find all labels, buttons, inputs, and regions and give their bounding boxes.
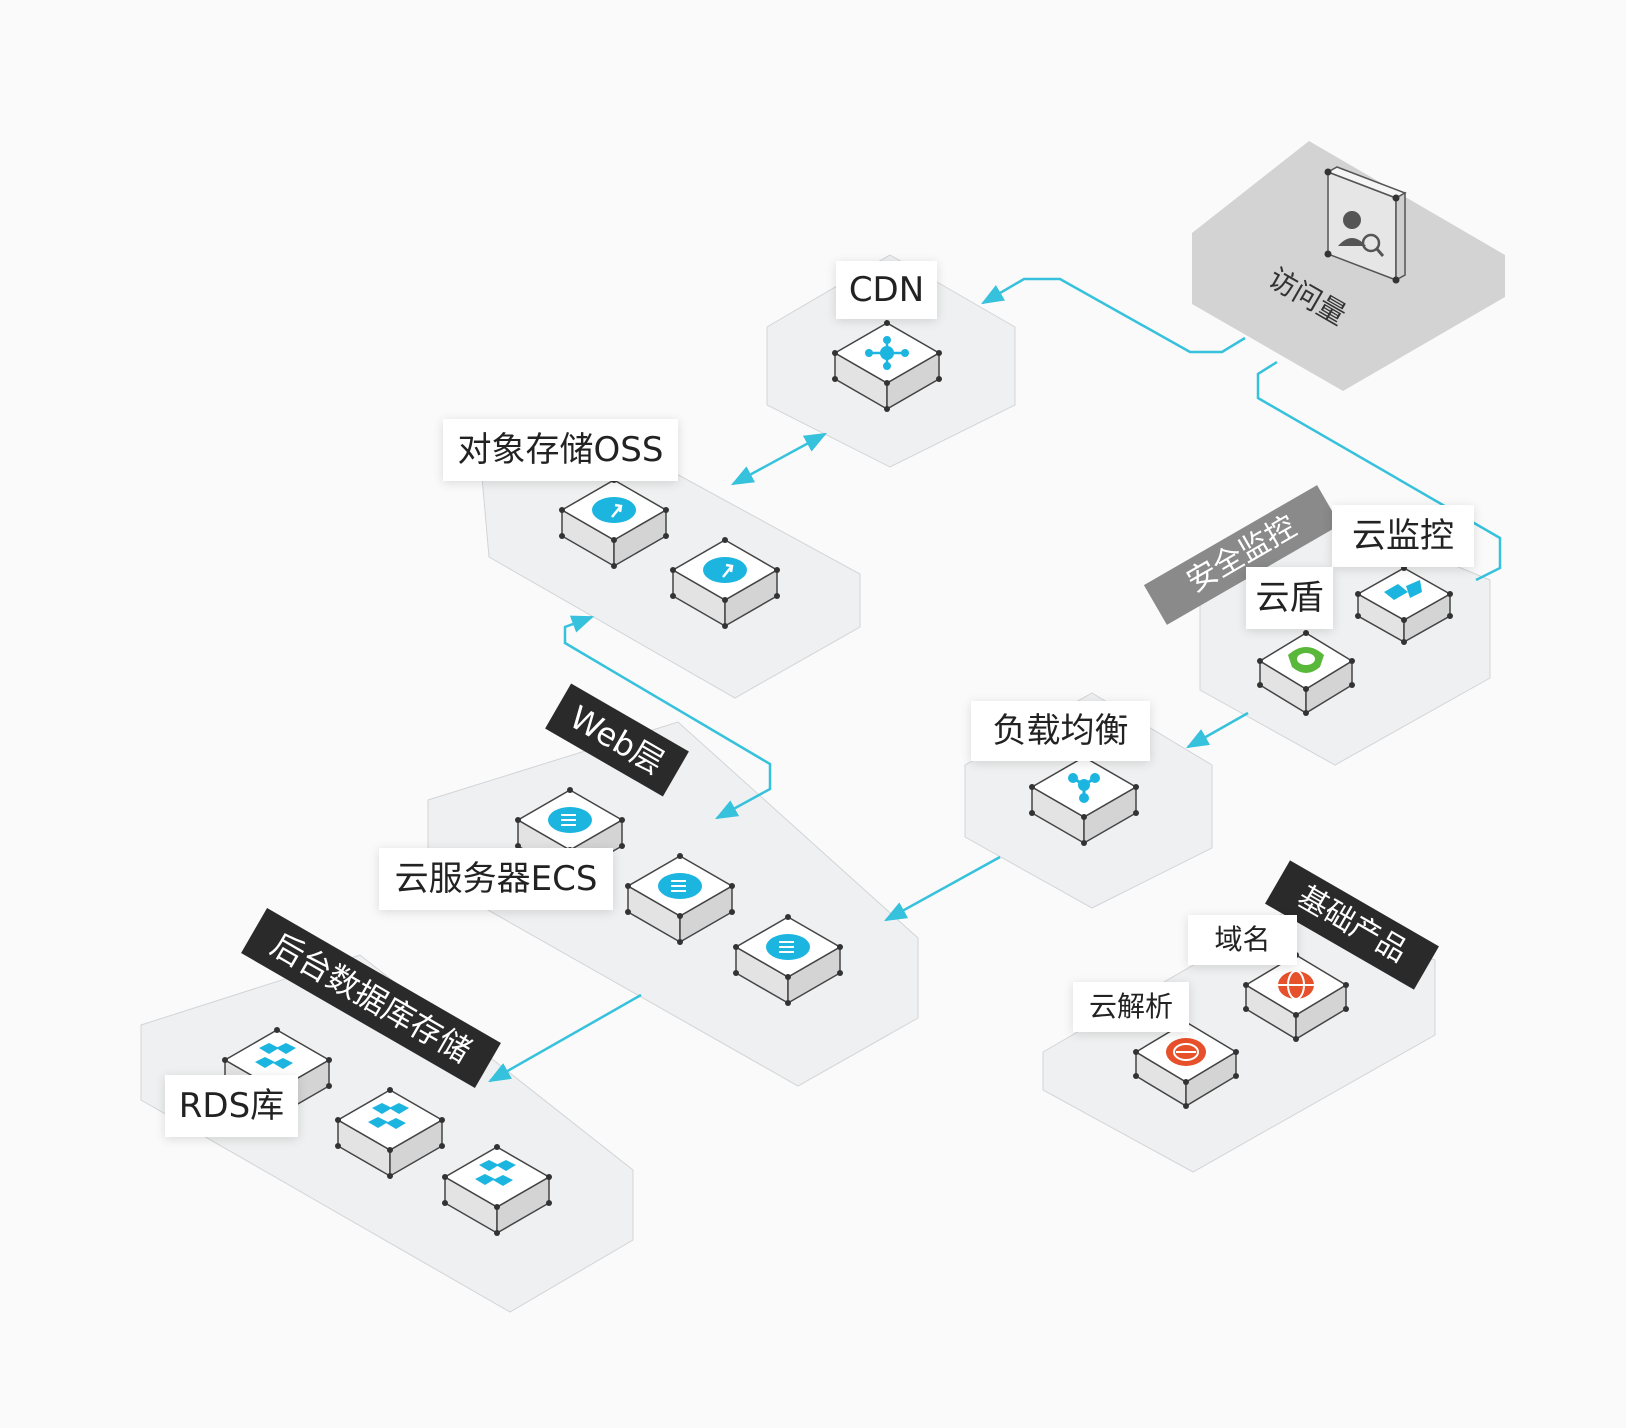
cloud-server-icon bbox=[548, 807, 592, 833]
rds-cube bbox=[335, 1087, 445, 1179]
oss-cube bbox=[559, 477, 669, 569]
shield-cube bbox=[1257, 630, 1355, 716]
slb-label: 负载均衡 bbox=[971, 701, 1150, 761]
connector-security-slb bbox=[1186, 711, 1249, 749]
connector-traffic-cdn bbox=[981, 277, 1246, 354]
traffic-device bbox=[1324, 166, 1407, 284]
ecs-cube bbox=[625, 853, 735, 945]
user-search-icon bbox=[1338, 211, 1385, 257]
database-cubes-icon bbox=[255, 1043, 296, 1069]
cloud-upload-icon bbox=[592, 497, 636, 523]
connectors bbox=[488, 277, 1502, 1083]
oss-platform bbox=[479, 453, 861, 699]
monitor-label: 云监控 bbox=[1332, 505, 1474, 567]
shield-icon bbox=[1288, 647, 1324, 673]
database-cubes-icon bbox=[475, 1160, 516, 1186]
ecs-cube bbox=[733, 914, 843, 1006]
connector-web-db bbox=[488, 993, 642, 1083]
rds-cube bbox=[442, 1144, 552, 1236]
oss-cube bbox=[670, 537, 780, 629]
traffic-zone bbox=[1192, 141, 1505, 391]
cloud-upload-icon bbox=[703, 557, 747, 583]
oss-label: 对象存储OSS bbox=[443, 419, 678, 481]
connector-slb-web bbox=[884, 855, 1001, 922]
ecs-label: 云服务器ECS bbox=[379, 848, 613, 910]
dns-icon bbox=[1166, 1038, 1206, 1066]
slb-cube bbox=[1029, 754, 1139, 846]
cloud-server-icon bbox=[658, 873, 702, 899]
dns-cube bbox=[1133, 1019, 1239, 1109]
cdn-cube bbox=[832, 320, 942, 412]
connector-cdn-oss bbox=[731, 432, 827, 486]
domain-cube bbox=[1243, 952, 1349, 1042]
cloud-server-icon bbox=[766, 934, 810, 960]
database-cubes-icon bbox=[368, 1103, 409, 1129]
connector-traffic-security bbox=[1256, 360, 1502, 582]
connector-web-oss bbox=[563, 615, 772, 820]
cdn-label: CDN bbox=[836, 261, 937, 319]
rds-label: RDS库 bbox=[165, 1075, 298, 1137]
monitor-cube bbox=[1355, 565, 1453, 645]
domain-label: 域名 bbox=[1188, 915, 1297, 965]
shield-label: 云盾 bbox=[1246, 567, 1333, 629]
load-balancer-icon bbox=[1068, 773, 1100, 803]
dns-label: 云解析 bbox=[1073, 982, 1189, 1032]
globe-icon bbox=[1278, 970, 1314, 1000]
network-hub-icon bbox=[865, 336, 909, 370]
monitor-icon bbox=[1384, 580, 1422, 600]
